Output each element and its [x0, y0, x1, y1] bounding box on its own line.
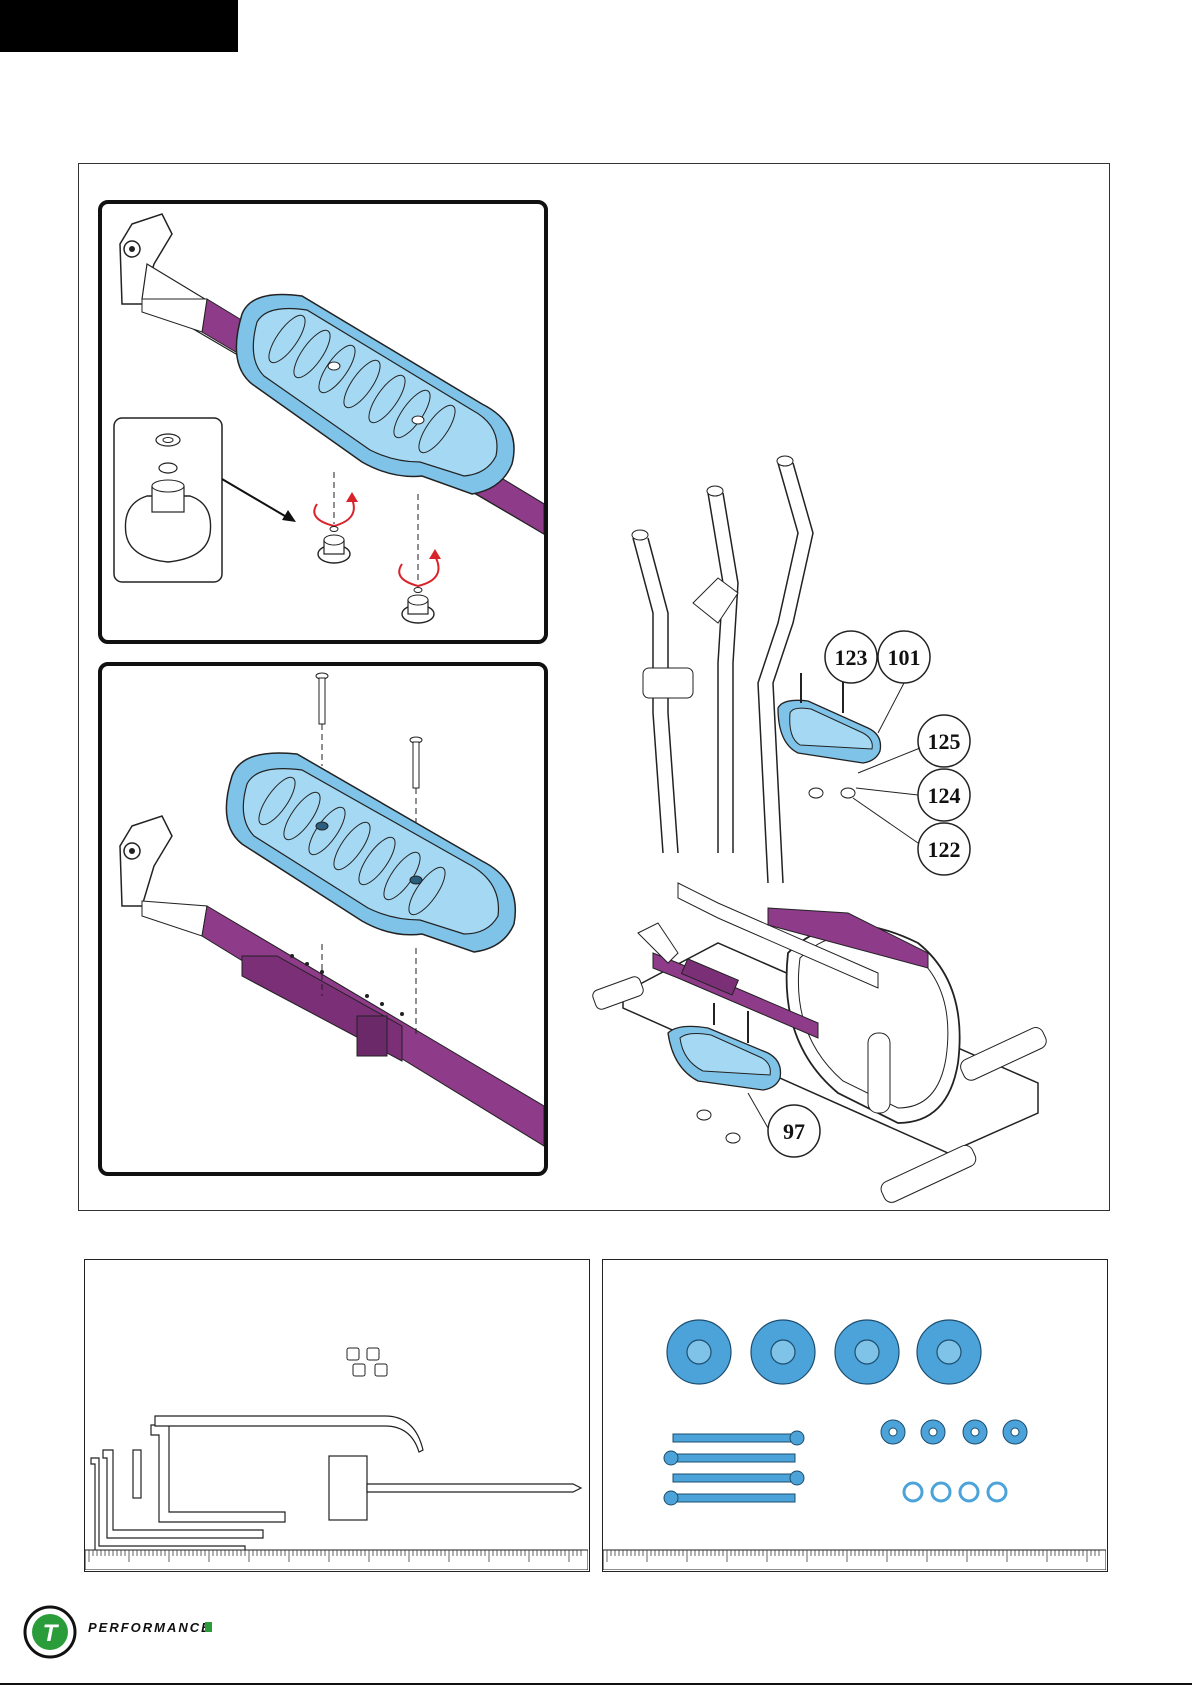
spring-washer-set-icon [904, 1483, 1006, 1501]
svg-text:T: T [43, 1620, 60, 1647]
wrench-icon [155, 1416, 423, 1452]
svg-text:123: 123 [835, 645, 868, 670]
t-circle-logo: T [22, 1604, 78, 1660]
console-mount [643, 578, 738, 698]
elliptical-assembly-drawing: 123 101 125 124 122 97 [78, 163, 1110, 1211]
svg-text:125: 125 [928, 729, 961, 754]
hardware-box [602, 1259, 1108, 1572]
ruler-tools [85, 1550, 588, 1570]
hardware-drawing [603, 1260, 1106, 1570]
pedal-101 [778, 673, 881, 763]
tools-box [84, 1259, 590, 1572]
washer-set-icon [881, 1420, 1027, 1444]
screwdriver-icon [329, 1456, 581, 1520]
callout-123: 123 [825, 631, 877, 683]
tools-drawing [85, 1260, 588, 1570]
hex-keys-icon [91, 1425, 285, 1552]
callout-97: 97 [748, 1093, 820, 1157]
svg-text:122: 122 [928, 837, 961, 862]
bolt-set-icon [664, 1431, 804, 1505]
svg-text:101: 101 [888, 645, 921, 670]
screw-set-icon [347, 1348, 387, 1376]
brand-accent-square [205, 1622, 212, 1632]
svg-text:97: 97 [783, 1119, 805, 1144]
callout-124: 124 [856, 769, 970, 821]
callout-101: 101 [878, 631, 930, 733]
header-block [0, 0, 238, 52]
brand-name: PERFORMANCE [88, 1620, 212, 1635]
svg-text:124: 124 [928, 783, 961, 808]
knob-set-icon [667, 1320, 981, 1384]
ruler-hardware [603, 1550, 1106, 1570]
